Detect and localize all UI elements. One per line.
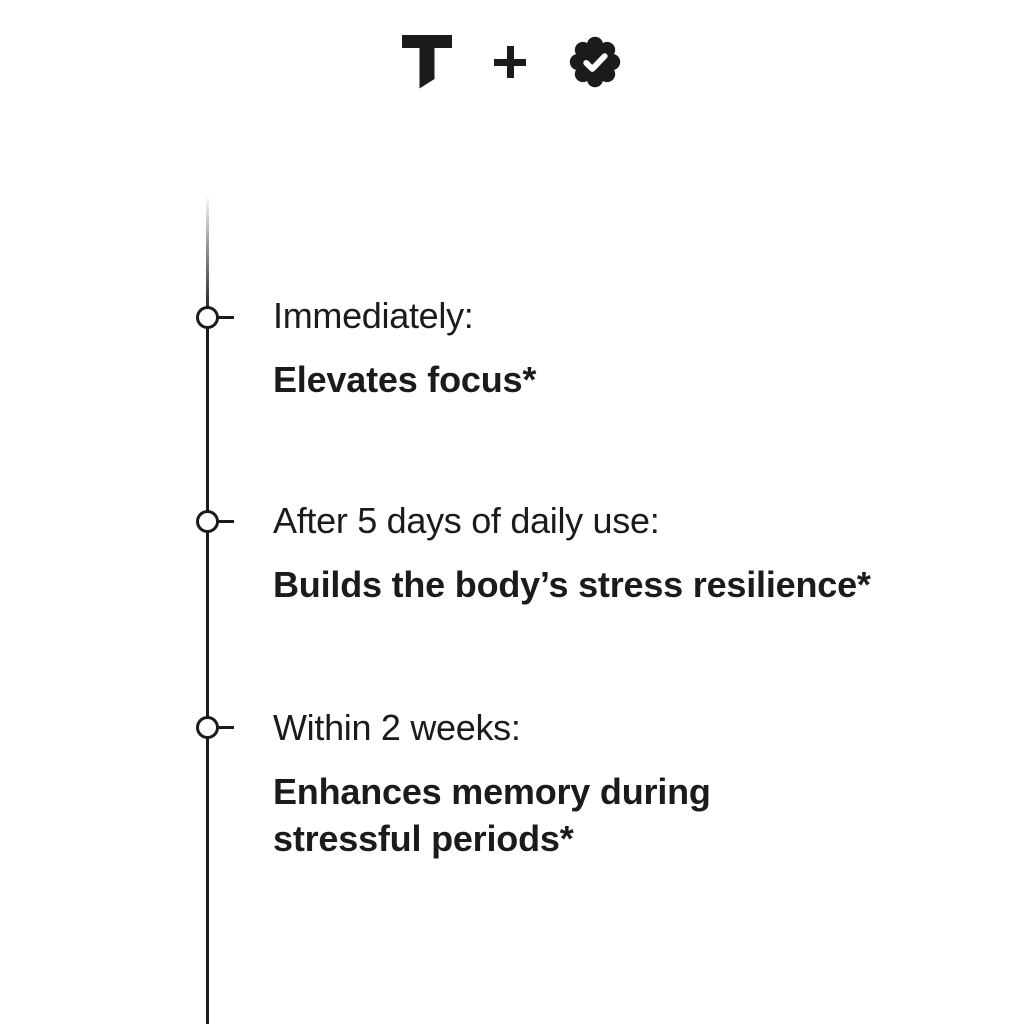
timeline-item-immediately: Immediately: Elevates focus* [273, 292, 913, 403]
timeline-item-within-2-weeks: Within 2 weeks: Enhances memory during s… [273, 704, 913, 862]
timeline-node-1 [196, 306, 234, 329]
timeline-item-label: After 5 days of daily use: [273, 500, 660, 541]
brand-lockup [0, 33, 1024, 91]
timeline-item-benefit: Enhances memory during stressful periods… [273, 771, 711, 859]
plus-icon [494, 46, 526, 78]
timeline-node-3 [196, 716, 234, 739]
timeline-item-after-5-days: After 5 days of daily use: Builds the bo… [273, 497, 913, 608]
timeline-line [206, 195, 209, 1024]
brand-t-logo-icon [402, 35, 452, 89]
timeline-item-label: Immediately: [273, 295, 474, 336]
timeline-node-2 [196, 510, 234, 533]
verified-seal-icon [568, 35, 622, 89]
timeline-item-label: Within 2 weeks: [273, 707, 521, 748]
timeline-item-benefit: Elevates focus* [273, 359, 537, 400]
timeline-item-benefit: Builds the body’s stress resilience* [273, 564, 871, 605]
